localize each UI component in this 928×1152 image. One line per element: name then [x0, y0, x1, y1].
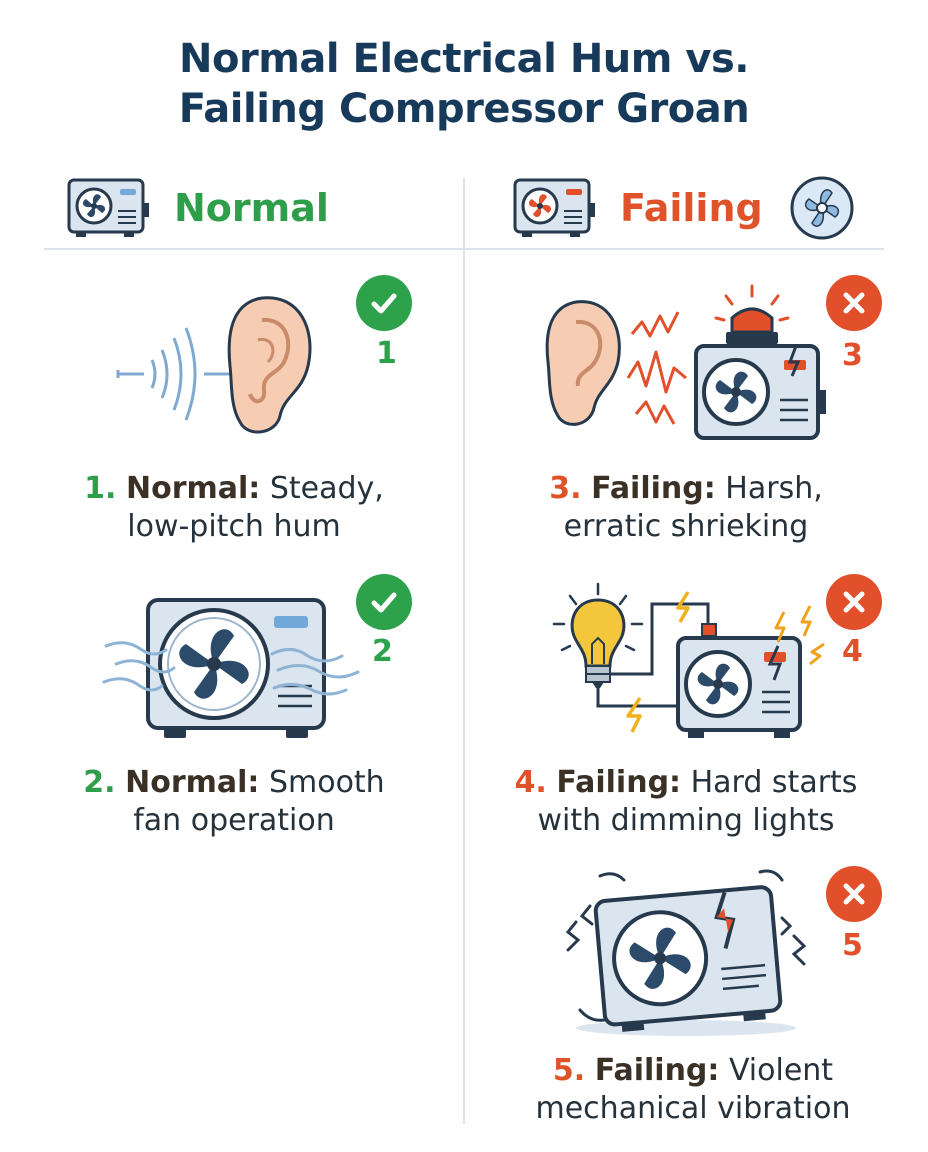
x-badge-3	[826, 275, 882, 331]
x-badge-5	[826, 866, 882, 922]
fan-blade-icon	[790, 176, 854, 240]
title-line-1: Normal Electrical Hum vs.	[179, 36, 749, 82]
ac-unit-airflow-icon	[102, 598, 360, 738]
item-number-5: 5	[842, 928, 863, 963]
ear-sound-waves-icon	[116, 296, 312, 434]
title-line-2: Failing Compressor Groan	[178, 86, 750, 132]
header-divider	[44, 248, 884, 250]
page-title: Normal Electrical Hum vs. Failing Compre…	[0, 34, 928, 134]
normal-column-header: Normal	[66, 176, 329, 240]
check-icon	[371, 592, 397, 613]
item-number-4: 4	[842, 634, 863, 669]
ac-unit-small-icon	[67, 178, 149, 237]
close-icon	[843, 292, 865, 314]
column-divider	[463, 178, 465, 1124]
item-caption-5: 5. Failing: Violent mechanical vibration	[535, 1053, 851, 1126]
bulb-hard-start-icon	[552, 582, 825, 738]
item-number-3: 3	[842, 338, 863, 373]
normal-column-label: Normal	[174, 186, 329, 230]
item-caption-1: 1. Normal: Steady, low-pitch hum	[84, 471, 384, 544]
close-icon	[843, 883, 865, 905]
check-badge-2	[356, 574, 412, 630]
failing-column-label: Failing	[620, 186, 763, 230]
vibrating-cracked-unit-icon	[565, 869, 807, 1036]
item-caption-3: 3. Failing: Harsh, erratic shrieking	[549, 471, 823, 544]
ac-unit-failing-small-icon	[513, 178, 595, 237]
item-number-2: 2	[372, 634, 393, 669]
item-caption-4: 4. Failing: Hard starts with dimming lig…	[514, 765, 858, 838]
check-badge-1	[356, 275, 412, 331]
close-icon	[843, 591, 865, 613]
x-badge-4	[826, 574, 882, 630]
failing-column-header: Failing	[512, 176, 855, 240]
item-caption-2: 2. Normal: Smooth fan operation	[83, 765, 385, 838]
check-icon	[371, 293, 397, 314]
item-number-1: 1	[376, 336, 397, 371]
ear-shriek-alarm-icon	[545, 284, 826, 440]
